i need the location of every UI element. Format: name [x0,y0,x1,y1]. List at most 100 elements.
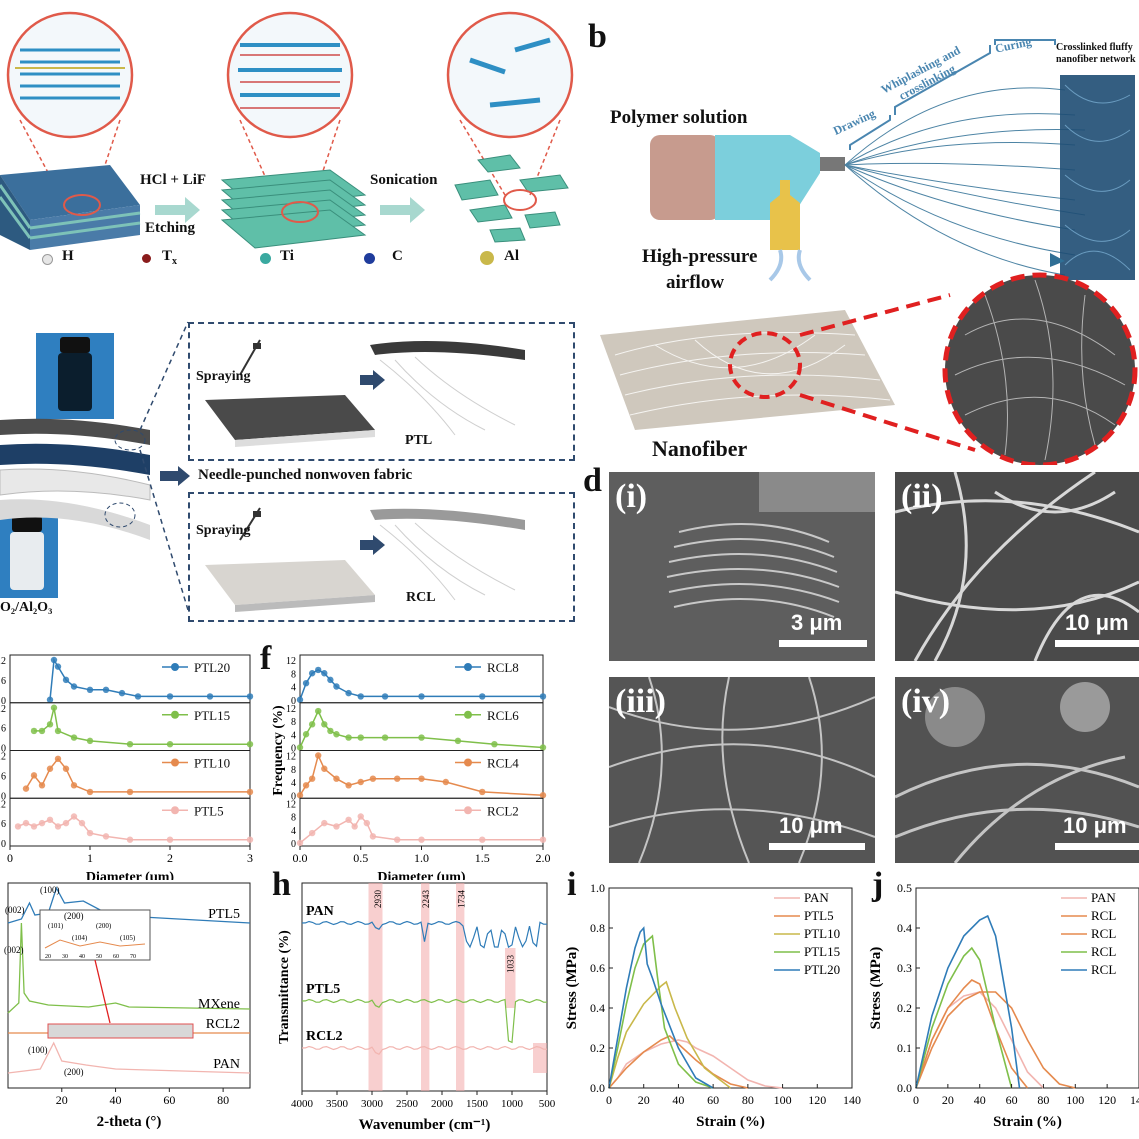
y-tick-label: 0.6 [590,961,605,975]
atom-legend: H Tx Ti C Al [42,248,562,270]
y-tick-label: 6 [1,771,6,782]
y-tick-label: 12 [286,799,296,810]
x-tick-label: 500 [539,1098,556,1110]
x-axis-label: Diameter (μm) [86,870,174,880]
data-point-PTL5 [38,819,46,827]
inset-tick-label: 30 [62,954,68,960]
data-point-RCL6 [308,721,316,728]
sem-texture-i [609,472,875,661]
y-tick-label: 0 [1,791,6,802]
series-label-RCL2: RCL2 [206,1017,240,1032]
inset-pointer [94,959,111,1024]
inset-peak-label: (104) [72,934,88,942]
composite-layers [0,418,151,540]
series-line-RCL2 [301,1045,548,1055]
data-point-RCL8 [308,670,316,677]
inset-tick-label: 60 [113,954,119,960]
data-point-PTL20 [166,693,174,700]
y-tick-label: 0.0 [897,1081,912,1095]
nanofiber-mat [600,310,895,430]
airflow-label-1: High-pressure [642,246,758,267]
series-line-RCL [915,914,1021,1089]
sem-inset-circle [942,272,1138,465]
data-point-RCL2 [479,836,486,843]
data-point-PTL20 [46,696,54,703]
peak-label: (100) [40,885,60,895]
rcl-spraying-illustration [205,507,525,612]
spraying-label-1: Spraying [196,369,251,384]
step1-label: HCl + LiF [140,172,207,188]
rcl2-highlight-box [47,1023,194,1039]
data-point-PTL20 [206,693,214,700]
panel-label-d: d [583,462,602,499]
series-label-RCL2: RCL2 [306,1029,343,1044]
band-highlight [505,948,516,1008]
data-point-RCL8 [539,693,547,700]
x-tick-label: 1.0 [414,851,429,865]
band-label: 2930 [373,890,383,909]
sem-texture-ii [895,472,1139,661]
legend-marker-RCL6 [464,710,472,719]
y-tick-label: 8 [291,765,296,776]
scale-text-iii: 10 μm [779,813,843,838]
x-tick-label: 140 [1130,1093,1139,1107]
fiber-network [1060,75,1135,280]
data-point-PTL15 [86,737,94,745]
blow-spinning-schematic [600,39,1138,465]
data-point-RCL6 [454,737,462,745]
legend-label-PTL10: PTL10 [804,926,840,941]
legend-label-PAN: PAN [804,890,829,905]
x-tick-label: 120 [1098,1093,1116,1107]
legend-label-PTL5: PTL5 [804,908,834,923]
rcl-spraying-box [188,492,575,622]
mxene-block [220,169,367,249]
data-point-RCL4 [442,778,449,786]
series-line-PTL10 [25,757,250,793]
inset-tick-label: 20 [45,954,51,960]
legend-label-RCL6: RCL6 [487,708,519,723]
legend-label-RCL: RCL [1091,944,1116,959]
inset-peak-label: (105) [120,934,136,942]
y-tick-label: 0.1 [897,1041,912,1055]
y-tick-label: 0 [1,744,6,755]
data-point-PTL5 [86,829,94,837]
x-tick-label: 1500 [466,1098,489,1110]
sem-image-iii: (iii) 10 μm [609,677,875,863]
series-label-PAN: PAN [213,1057,240,1072]
legend-label-PAN: PAN [1091,890,1116,905]
series-line-RCL [915,991,1076,1089]
y-tick-label: 4 [291,683,296,694]
y-axis-label: Stress (MPa) [564,947,580,1030]
x-tick-label: 1000 [501,1098,524,1110]
zoom-circle-max [6,11,134,139]
x-tick-label: 20 [56,1093,68,1107]
inset-tick-label: 70 [130,954,136,960]
series-label-PTL5: PTL5 [306,982,340,997]
connector-lines [139,321,189,611]
x-tick-label: 3000 [361,1098,384,1110]
data-point-PTL5 [166,836,174,843]
legend-marker-PTL10 [171,758,179,767]
data-point-PTL20 [54,663,62,670]
y-tick-label: 0 [291,696,296,707]
sem-label-i: (i) [615,478,648,515]
legend-label-PTL20: PTL20 [804,962,840,977]
x-tick-label: 2000 [431,1098,454,1110]
mxene-vial-photo [36,333,114,419]
peak-label: (002) [5,905,25,915]
data-point-RCL2 [369,833,377,840]
series-line-PTL15 [34,707,250,745]
peak-label: (002) [4,945,24,955]
nanofiber-label: Nanofiber [652,436,748,461]
x-tick-label: 1.5 [475,851,490,865]
legend-label-RCL8: RCL8 [487,660,519,675]
y-tick-label: 0 [1,839,6,850]
data-point-PTL5 [70,813,78,820]
peak-label: (200) [64,911,84,921]
data-point-RCL4 [418,775,425,782]
x-tick-label: 80 [1037,1093,1049,1107]
data-point-RCL4 [308,775,316,782]
data-point-RCL2 [333,823,340,830]
